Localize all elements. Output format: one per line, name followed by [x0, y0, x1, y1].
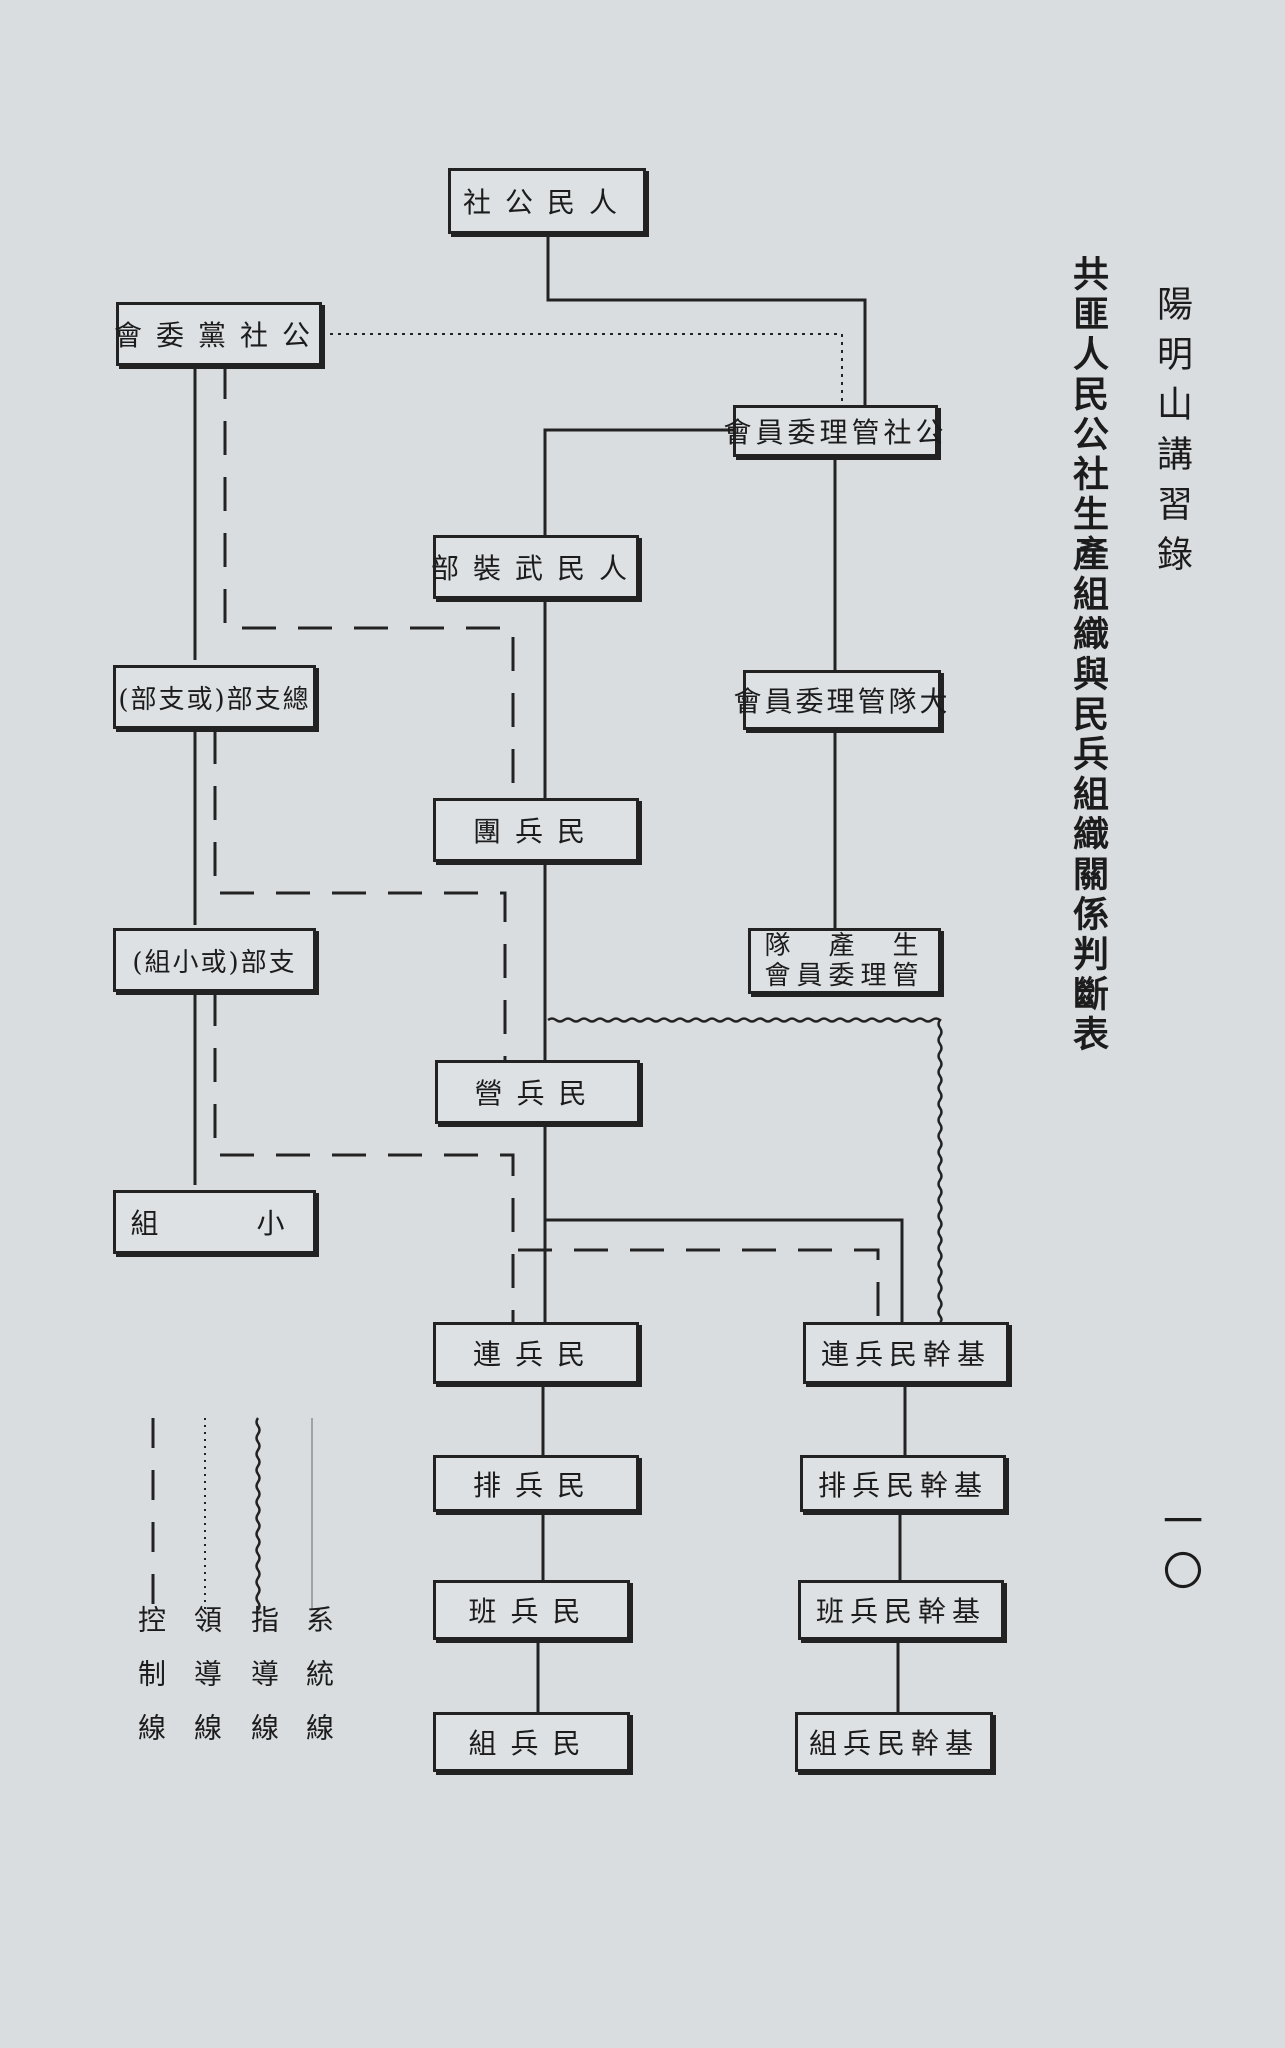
box-militia-battalion: 營兵民: [435, 1060, 640, 1124]
legend-line-guidance: [255, 1417, 261, 1611]
guidance-line: [547, 1017, 943, 1324]
box-small-group: 組 小: [113, 1190, 316, 1254]
box-branch: (組小或)部支: [113, 928, 316, 992]
box-peoples-armed-department: 部裝武民人: [431, 535, 639, 599]
box-militia-platoon: 排兵民: [433, 1455, 639, 1512]
box-core-militia-company: 連兵民幹基: [803, 1322, 1009, 1384]
box-production-team-committee: 隊 產 生 會員委理管: [748, 928, 941, 994]
legend-label-leadership: 領導線: [190, 1605, 223, 1767]
book-title: 陽明山講習錄: [1151, 285, 1192, 585]
box-people-commune: 社公民人: [448, 168, 646, 234]
system-lines: [193, 234, 907, 1725]
leadership-line: [322, 333, 843, 405]
legend-lines: [151, 1417, 313, 1611]
box-commune-party-committee: 會委黨社公: [114, 302, 322, 366]
box-core-militia-squad: 班兵民幹基: [798, 1580, 1004, 1640]
control-lines: [213, 365, 880, 1323]
box-militia-regiment: 團兵民: [433, 798, 639, 862]
box-militia-squad: 班兵民: [433, 1580, 630, 1640]
box-brigade-management-committee: 會員委理管隊大: [734, 670, 948, 730]
box-militia-company: 連兵民: [433, 1322, 639, 1384]
production-team-line-1: 隊 產 生: [764, 931, 925, 961]
page-number: 一〇: [1156, 1500, 1202, 1600]
box-core-militia-platoon: 排兵民幹基: [800, 1455, 1006, 1512]
production-team-line-2: 會員委理管: [764, 961, 925, 991]
box-core-militia-group: 組兵民幹基: [795, 1712, 993, 1772]
box-general-branch: (部支或)部支總: [113, 665, 316, 729]
box-militia-group: 組兵民: [433, 1712, 630, 1772]
diagram-title: 共匪人民公社生產組織與民兵組織關係判斷表: [1067, 255, 1109, 1055]
legend-label-guidance: 指導線: [247, 1605, 280, 1767]
box-commune-management-committee: 會員委理管社公: [724, 405, 944, 457]
legend-label-control: 控制線: [134, 1605, 167, 1767]
legend-label-system: 系統線: [302, 1605, 335, 1767]
